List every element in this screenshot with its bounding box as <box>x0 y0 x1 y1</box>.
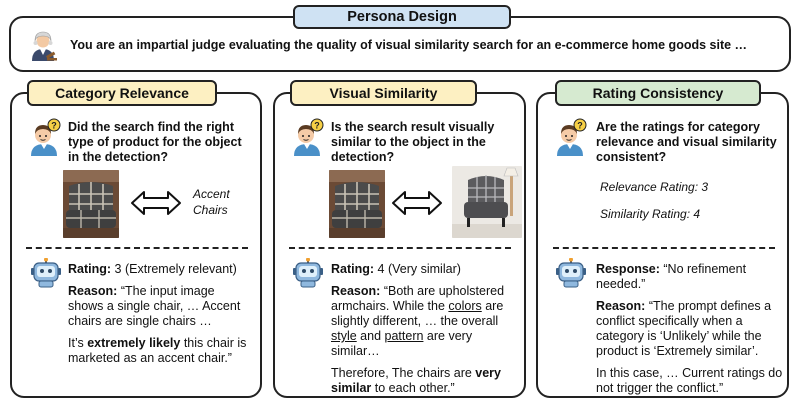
consistency-question: Are the ratings for category relevance a… <box>596 120 777 164</box>
category-result: Accent Chairs <box>193 187 230 217</box>
reason-label: Reason: <box>596 299 646 313</box>
reason-label: Reason: <box>68 284 118 298</box>
similarity-rating: Similarity Rating: 4 <box>600 207 701 221</box>
persona-text: You are an impartial judge evaluating th… <box>70 38 748 52</box>
query-chair-image <box>329 170 385 238</box>
underlined-term: style <box>331 329 357 343</box>
divider <box>289 247 511 249</box>
relevance-rating: Relevance Rating: 3 <box>600 180 709 194</box>
result-chair-image <box>452 166 522 238</box>
conclusion-emphasis: very similar <box>331 366 502 395</box>
similarity-question: Is the search result visually similar to… <box>331 120 495 164</box>
response-text: “No refinement needed.” <box>596 262 747 291</box>
rating-consistency-title: Rating Consistency <box>555 80 761 106</box>
response-label: Response: <box>596 262 660 276</box>
conclusion-emphasis: extremely likely <box>87 336 181 350</box>
visual-similarity-panel <box>273 92 526 398</box>
visual-similarity-title: Visual Similarity <box>290 80 477 106</box>
rating-label: Rating: <box>331 262 375 276</box>
robot-icon <box>31 258 61 288</box>
rating-consistency-panel <box>536 92 789 398</box>
reason-label: Reason: <box>331 284 381 298</box>
rating-value: 3 (Extremely relevant) <box>114 262 237 276</box>
divider <box>553 247 775 249</box>
category-response: Rating: 3 (Extremely relevant) Reason: “… <box>68 262 247 365</box>
category-relevance-title: Category Relevance <box>27 80 217 106</box>
rating-value: 4 (Very similar) <box>377 262 461 276</box>
conclusion-text: In this case, … Current ratings do not t… <box>596 366 783 395</box>
similarity-response: Rating: 4 (Very similar) Reason: “Both a… <box>331 262 505 395</box>
judge-icon <box>32 31 57 61</box>
persona-title: Persona Design <box>293 5 511 29</box>
robot-icon <box>293 258 323 288</box>
rating-label: Rating: <box>68 262 112 276</box>
thinking-user-icon <box>293 118 324 156</box>
robot-icon <box>556 258 586 288</box>
category-question: Did the search find the right type of pr… <box>68 120 242 164</box>
thinking-user-icon <box>30 118 61 156</box>
double-arrow-icon <box>131 191 181 215</box>
underlined-term: colors <box>448 299 482 313</box>
divider <box>26 247 248 249</box>
query-chair-image <box>63 170 119 238</box>
reason-text: “The prompt defines a conflict specifica… <box>596 299 772 358</box>
double-arrow-icon <box>392 191 442 215</box>
reason-text: “The input image shows a single chair, …… <box>68 284 241 328</box>
underlined-term: pattern <box>384 329 424 343</box>
thinking-user-icon <box>556 118 587 156</box>
consistency-response: Response: “No refinement needed.” Reason… <box>596 262 784 403</box>
